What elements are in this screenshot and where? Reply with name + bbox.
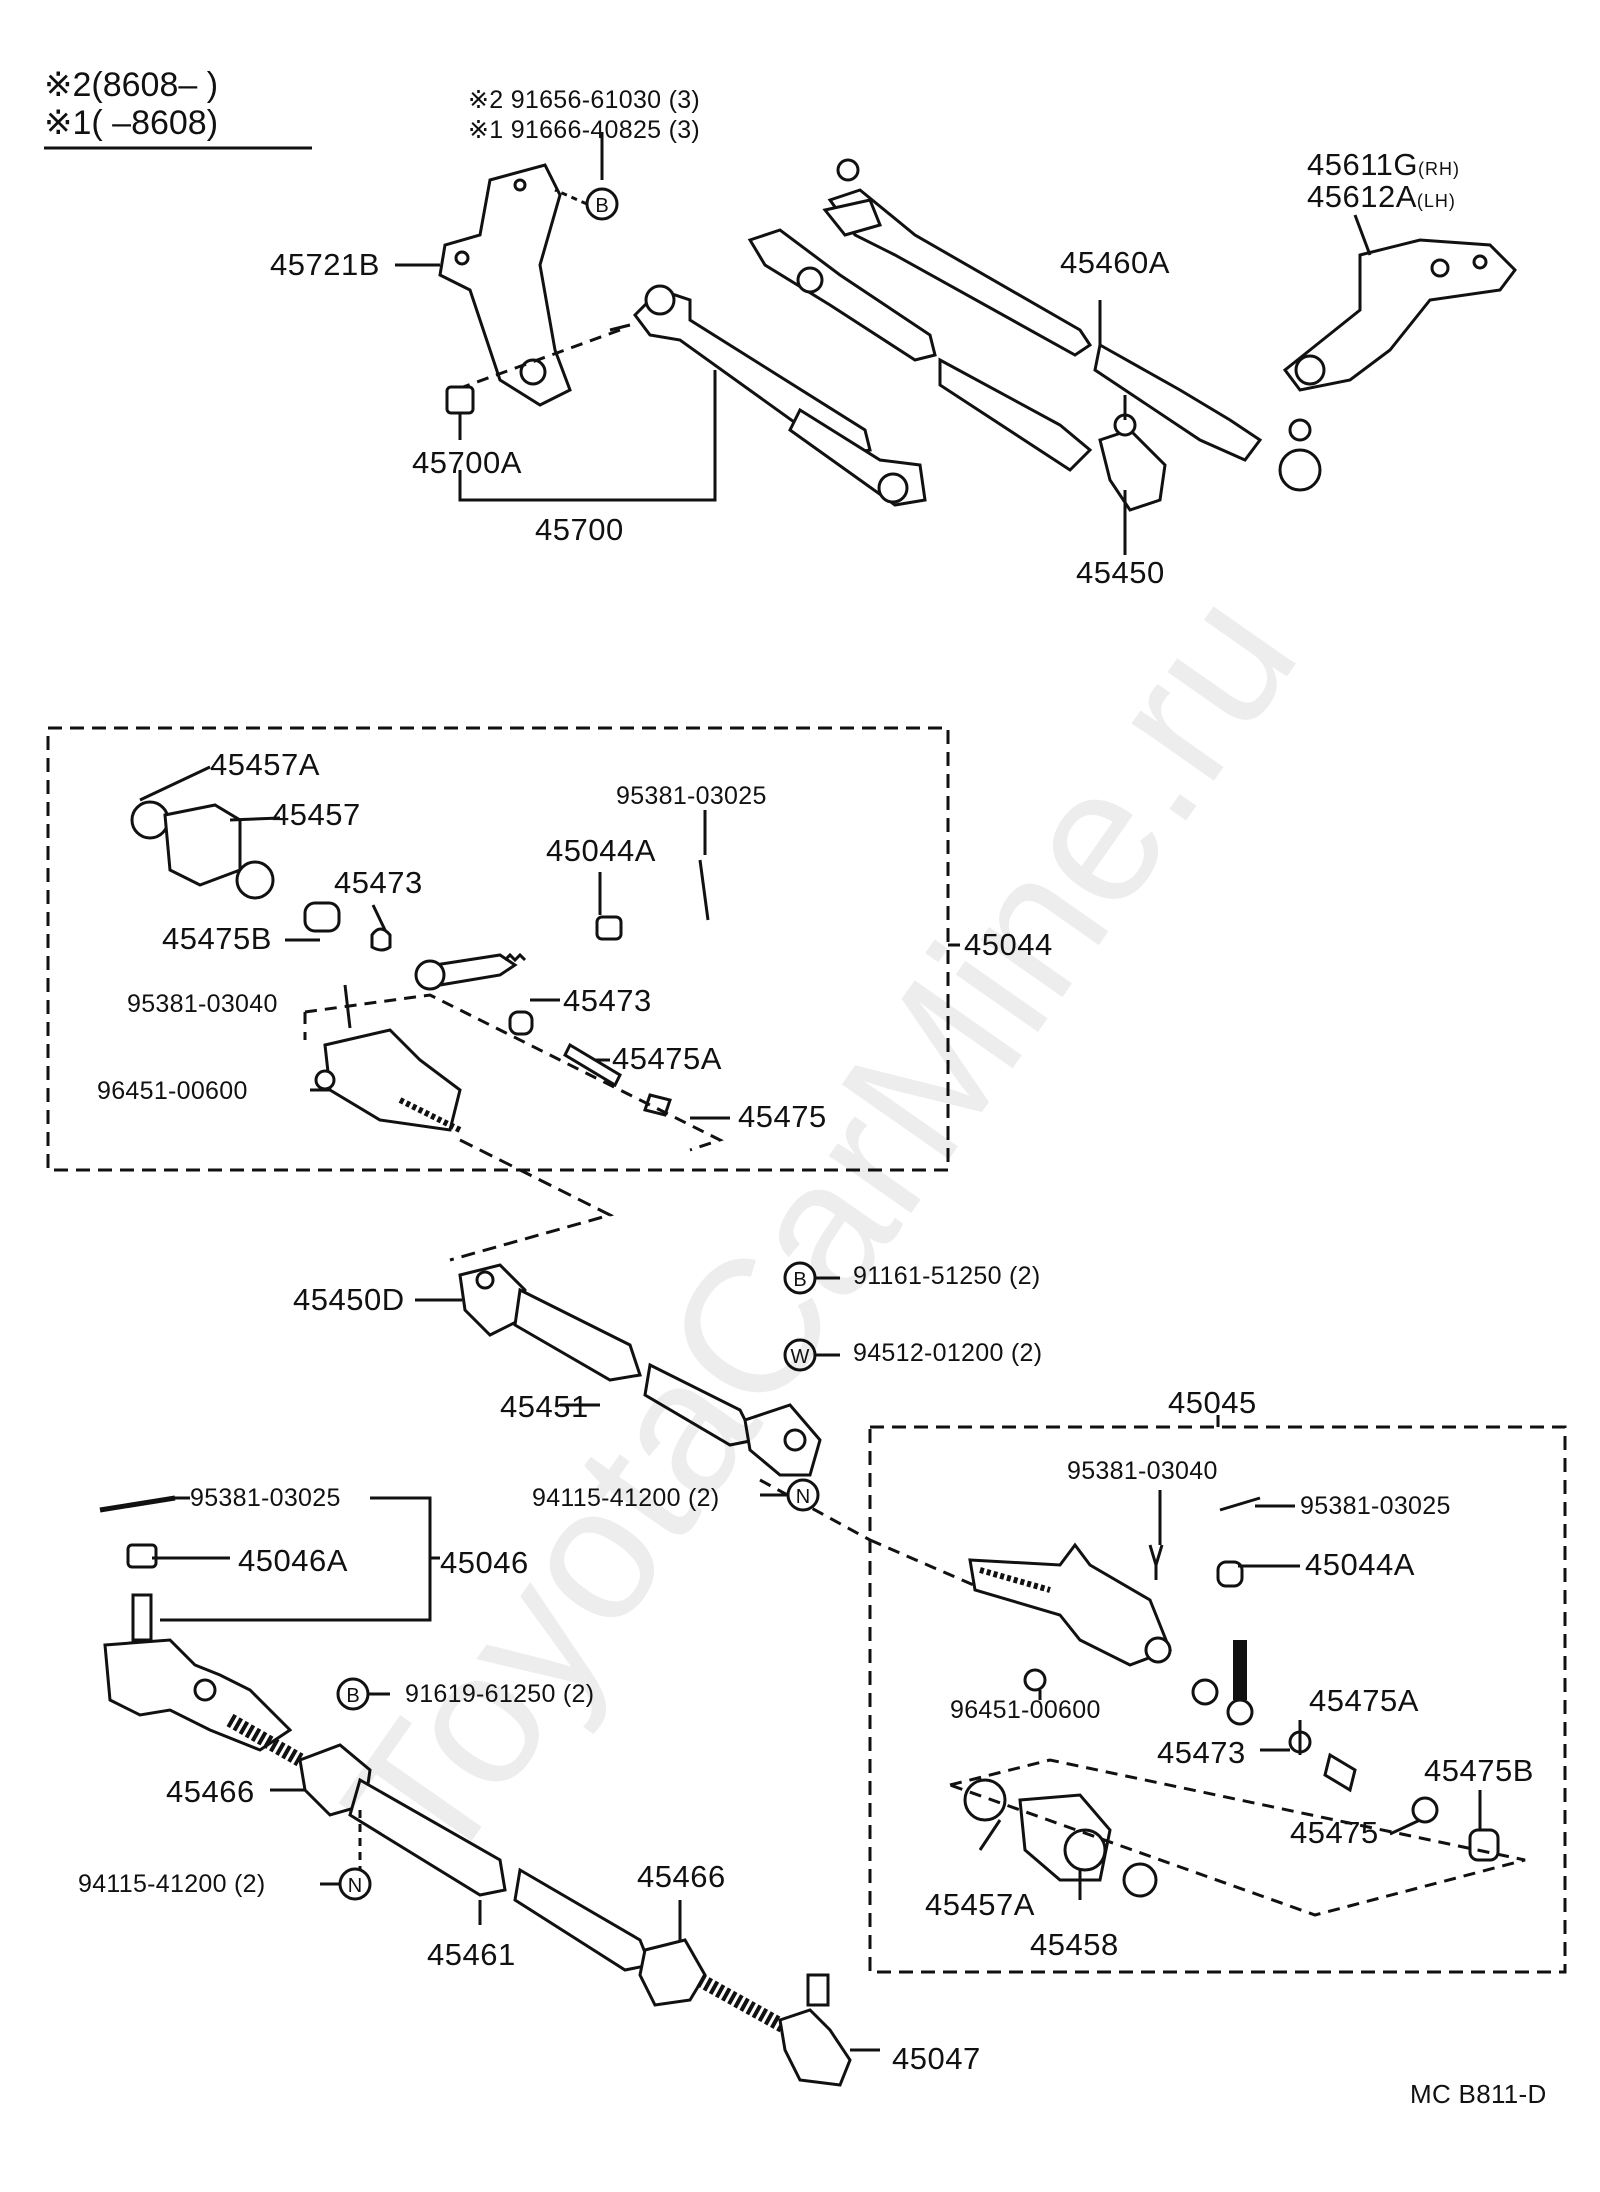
label-lh: (LH) <box>1416 191 1456 211</box>
label-45044A-upper: 45044A <box>546 833 656 868</box>
label-95381-03040-upper: 95381-03040 <box>127 990 278 1018</box>
label-45451: 45451 <box>500 1389 589 1424</box>
label-95381-03025-bottom: 95381-03025 <box>190 1484 341 1512</box>
label-45047: 45047 <box>892 2041 981 2076</box>
label-45700A: 45700A <box>412 445 522 480</box>
label-45458: 45458 <box>1030 1927 1119 1962</box>
label-45460A: 45460A <box>1060 245 1170 280</box>
bracket-45721B <box>438 163 572 407</box>
diagram-code: MC B811-D <box>1410 2079 1547 2109</box>
tie-rod-45450 <box>747 228 1167 512</box>
label-95381-03040-lower: 95381-03040 <box>1067 1457 1218 1485</box>
joint-parts-lower <box>963 1496 1500 1898</box>
label-94115-41200-bottom: 94115-41200 (2) <box>78 1870 266 1898</box>
box-45044 <box>46 726 950 1172</box>
tie-rod-end-45046 <box>99 1495 304 1767</box>
legend: ※2(8608– ) ※1( –8608) <box>44 66 218 142</box>
label-45466-right: 45466 <box>637 1859 726 1894</box>
label-45457A-lower: 45457A <box>925 1887 1035 1922</box>
label-45475A-upper: 45475A <box>612 1041 722 1076</box>
label-91161-51250: 91161-51250 (2) <box>853 1262 1041 1290</box>
label-45721B: 45721B <box>270 247 380 282</box>
label-45044A-lower: 45044A <box>1305 1547 1415 1582</box>
label-45457: 45457 <box>272 797 361 832</box>
label-94115-41200-mid: 94115-41200 (2) <box>532 1484 720 1512</box>
pitman-arm-45611G <box>1282 238 1517 392</box>
label-96451-lower: 96451-00600 <box>950 1696 1101 1724</box>
box-45045 <box>868 1425 1567 1974</box>
label-45450: 45450 <box>1076 555 1165 590</box>
tie-rod-45460A <box>822 158 1322 492</box>
symbol-b-top: B <box>595 195 608 217</box>
rod-45700 <box>609 284 927 507</box>
label-45450D: 45450D <box>293 1282 405 1317</box>
symbol-b-mid: B <box>793 1269 806 1291</box>
label-95381-03025-upper: 95381-03025 <box>616 782 767 810</box>
symbol-w-mid: W <box>791 1346 810 1368</box>
label-45461: 45461 <box>427 1937 516 1972</box>
tie-rod-end-upper <box>314 1028 462 1133</box>
label-91619-61250: 91619-61250 (2) <box>405 1680 595 1708</box>
label-45475-lower: 45475 <box>1290 1815 1379 1850</box>
symbol-b-bottom: B <box>346 1685 359 1707</box>
label-45473-upper-b: 45473 <box>563 983 652 1018</box>
label-45045: 45045 <box>1168 1385 1257 1420</box>
label-96451-upper: 96451-00600 <box>97 1077 248 1105</box>
label-45046A: 45046A <box>238 1543 348 1578</box>
label-45611G: 45611G(RH) <box>1307 147 1461 182</box>
label-bolt-1: ※1 91666-40825 (3) <box>468 116 701 144</box>
label-45473-upper-a: 45473 <box>334 865 423 900</box>
label-45473-lower: 45473 <box>1157 1735 1246 1770</box>
label-45475A-lower: 45475A <box>1309 1683 1419 1718</box>
rod-45461 <box>298 1743 852 2087</box>
joint-parts-upper <box>130 800 710 1117</box>
label-45466-left: 45466 <box>166 1774 255 1809</box>
label-45475B-lower: 45475B <box>1424 1753 1534 1788</box>
label-45046: 45046 <box>440 1545 529 1580</box>
rod-45451 <box>458 1263 822 1477</box>
label-95381-03025-lower: 95381-03025 <box>1300 1492 1451 1520</box>
label-45044: 45044 <box>964 927 1053 962</box>
label-rh: (RH) <box>1418 159 1461 179</box>
label-45475B-upper: 45475B <box>162 921 272 956</box>
label-45700: 45700 <box>535 512 624 547</box>
symbol-n-bottom: N <box>348 1875 362 1897</box>
legend-line-2: ※2(8608– ) <box>44 66 219 104</box>
label-45457A-upper: 45457A <box>210 747 320 782</box>
symbol-n-mid: N <box>796 1486 810 1508</box>
label-94512-01200: 94512-01200 (2) <box>853 1339 1043 1367</box>
legend-line-1: ※1( –8608) <box>44 104 219 142</box>
nut-45700A <box>445 385 475 415</box>
label-45612A: 45612A(LH) <box>1307 179 1456 214</box>
label-bolt-2: ※2 91656-61030 (3) <box>468 86 701 114</box>
label-45475-upper: 45475 <box>738 1099 827 1134</box>
